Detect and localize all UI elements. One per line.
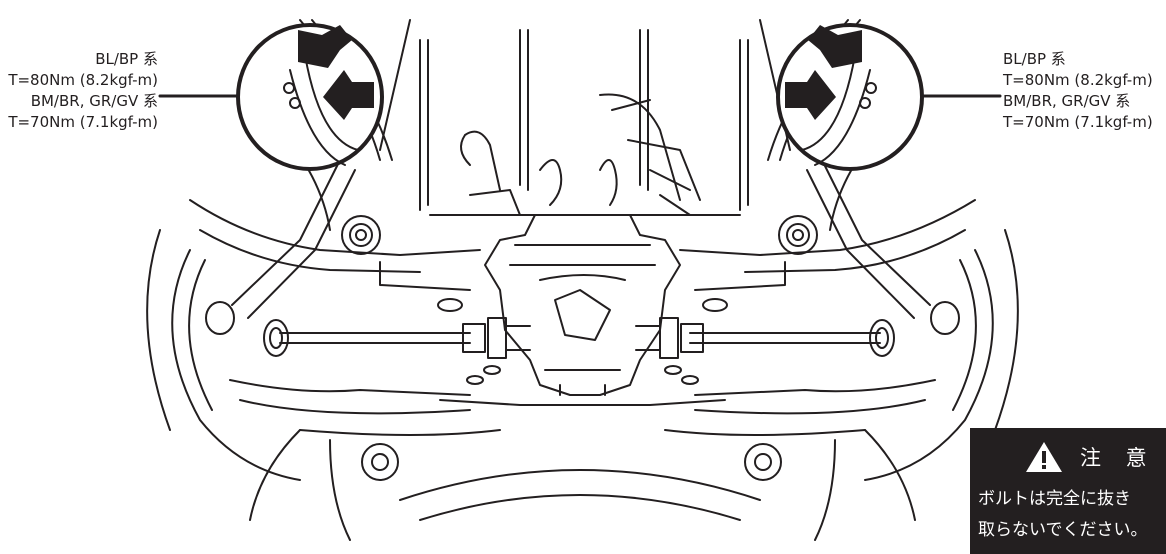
spec-left-line3: BM/BR, GR/GV 系 bbox=[30, 92, 158, 110]
spec-right-line4: T=70Nm (7.1kgf-m) bbox=[1003, 113, 1153, 131]
spec-left-line2: T=80Nm (8.2kgf-m) bbox=[8, 71, 158, 89]
spec-right-line2: T=80Nm (8.2kgf-m) bbox=[1003, 71, 1153, 89]
caution-text-line1: ボルトは完全に抜き bbox=[978, 489, 1131, 509]
warning-triangle-icon bbox=[1026, 442, 1062, 472]
spec-right-line3: BM/BR, GR/GV 系 bbox=[1003, 92, 1131, 110]
rear-subframe bbox=[189, 199, 976, 436]
spec-left-line4: T=70Nm (7.1kgf-m) bbox=[8, 113, 158, 131]
torque-arrow-icon bbox=[808, 25, 862, 68]
spec-right-line1: BL/BP 系 bbox=[1003, 50, 1066, 68]
caution-title: 注 意 bbox=[1080, 446, 1156, 470]
torque-arrow-icon bbox=[298, 25, 352, 68]
differential bbox=[484, 214, 681, 396]
drive-shafts bbox=[279, 317, 881, 359]
upper-control-arms bbox=[231, 159, 931, 319]
wheel-hubs bbox=[146, 229, 1019, 481]
left-detail-callout bbox=[158, 23, 384, 171]
torque-arrow-icon bbox=[323, 70, 374, 120]
torque-spec-left: BL/BP 系 T=80Nm (8.2kgf-m) BM/BR, GR/GV 系… bbox=[8, 49, 158, 133]
caution-text-line2: 取らないでください。 bbox=[978, 520, 1148, 540]
torque-spec-right: BL/BP 系 T=80Nm (8.2kgf-m) BM/BR, GR/GV 系… bbox=[1003, 49, 1153, 133]
spec-left-line1: BL/BP 系 bbox=[95, 50, 158, 68]
caution-box: 注 意 ボルトは完全に抜き 取らないでください。 bbox=[970, 428, 1166, 554]
right-detail-callout bbox=[776, 23, 1002, 171]
torque-arrow-icon bbox=[785, 70, 836, 120]
lower-mounts bbox=[249, 298, 916, 541]
